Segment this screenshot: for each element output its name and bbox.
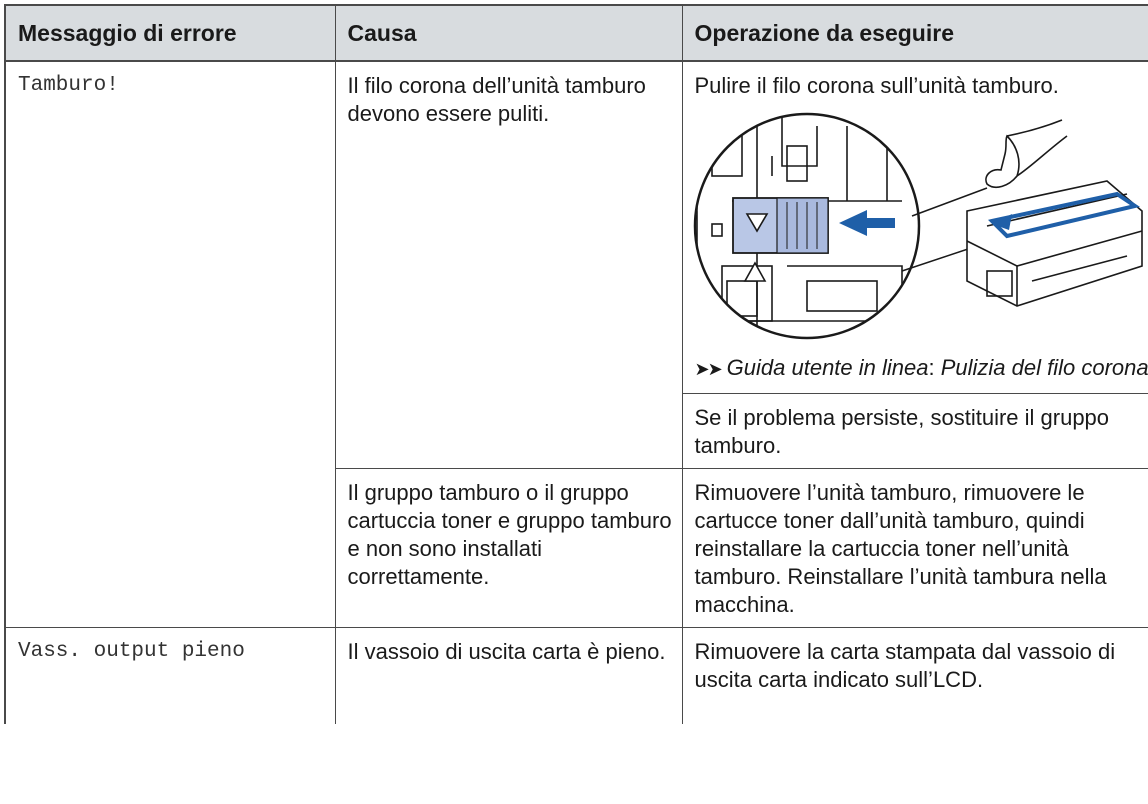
table-header-row: Messaggio di errore Causa Operazione da … [4,4,1148,62]
error-table: Messaggio di errore Causa Operazione da … [4,4,1148,724]
cell-action-reinstall: Rimuovere l’unità tamburo, rimuovere le … [681,468,1148,628]
hand-icon [984,119,1067,188]
cell-cause-install: Il gruppo tamburo o il gruppo cartuccia … [334,468,683,628]
action-followup: Se il problema persiste, sostituire il g… [694,405,1110,458]
header-cause: Causa [334,4,683,62]
table-row: Il gruppo tamburo o il gruppo cartuccia … [5,468,1148,628]
header-action: Operazione da eseguire [681,4,1148,62]
guide-topic: Pulizia del filo corona [940,355,1148,380]
action-intro: Pulire il filo corona sull’unità tamburo… [694,73,1059,98]
table-row: Tamburo! Il filo corona dell’unità tambu… [4,60,1148,628]
arrow-left-icon [838,210,895,236]
cell-cause-tray-full: Il vassoio di uscita carta è pieno. [334,627,683,724]
header-error-message: Messaggio di errore [4,4,336,62]
double-arrow-icon: ➤➤ [694,359,723,379]
cell-message-output-full: Vass. output pieno [4,627,336,724]
cell-cause-corona: Il filo corona dell’unità tamburo devono… [334,60,683,469]
cell-action-remove-paper: Rimuovere la carta stampata dal vassoio … [681,627,1148,724]
slider-tab-icon [731,197,829,254]
drum-unit-icon [965,180,1143,307]
cell-message-drum: Tamburo! [4,60,336,628]
guide-title: Guida utente in linea [726,355,929,380]
table-row: Vass. output pieno Il vassoio di uscita … [4,627,1148,724]
cell-action-corona: Pulire il filo corona sull’unità tamburo… [681,60,1148,469]
inner-divider [682,393,1148,394]
guide-reference[interactable]: ➤➤Guida utente in linea: Pulizia del fil… [694,355,1148,380]
drum-cleaning-illustration [693,112,1143,340]
